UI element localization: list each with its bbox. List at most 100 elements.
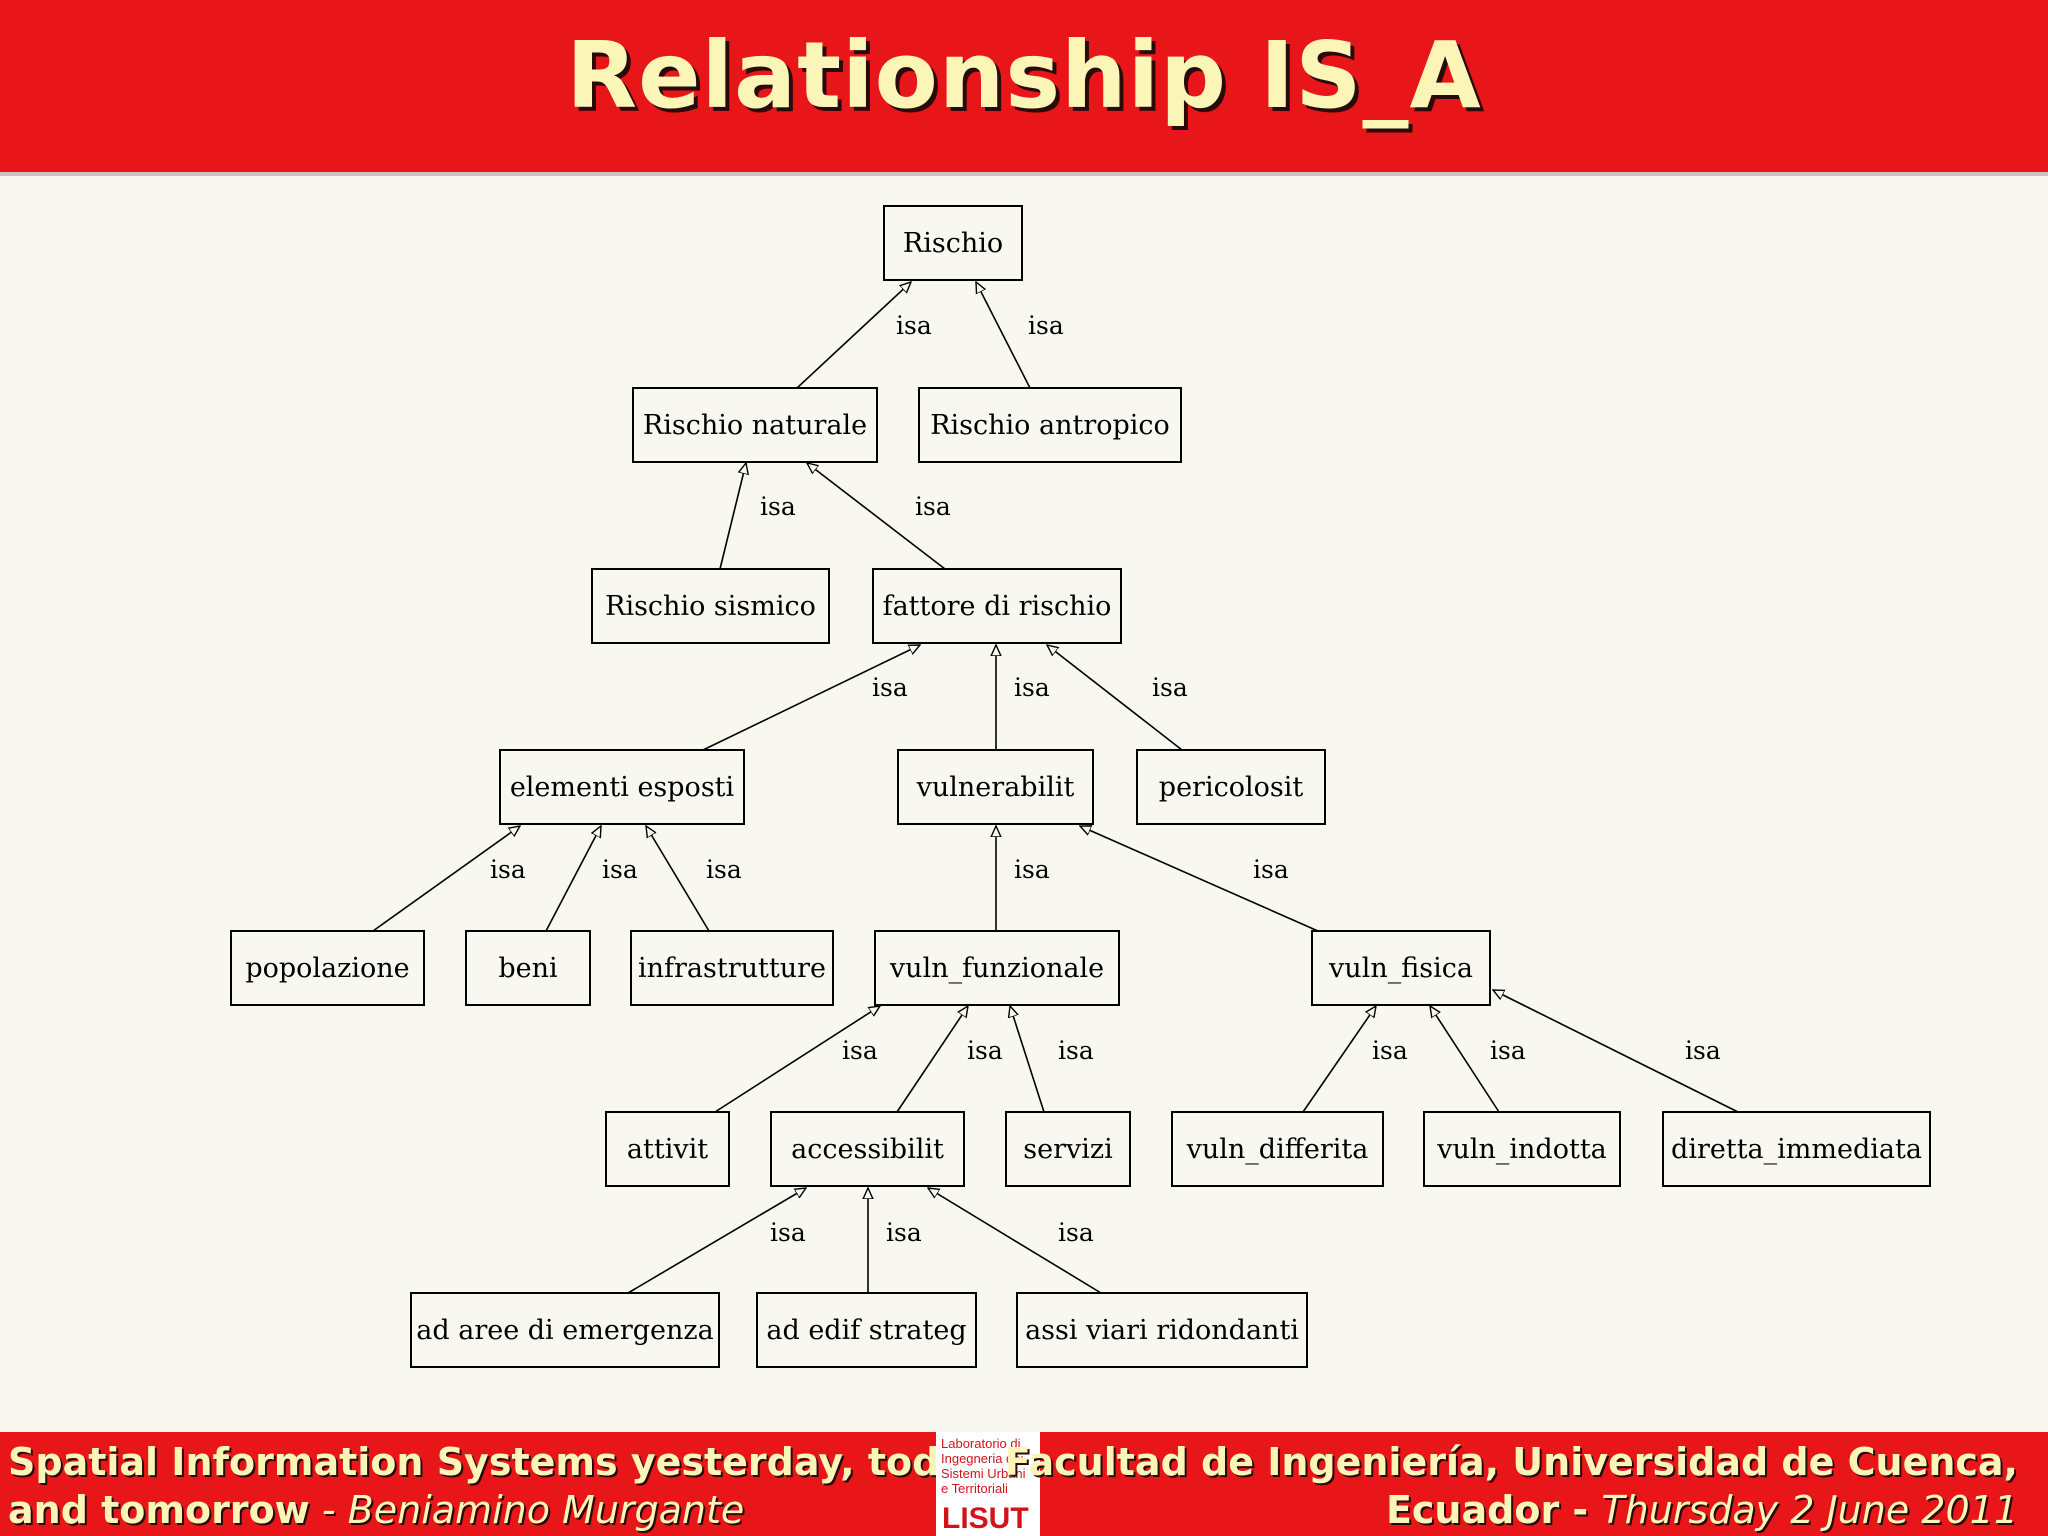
isa-arrow [545,826,601,932]
class-node-box [1423,1111,1621,1187]
class-node-label: accessibilit [791,1134,944,1165]
class-node-beni: beni [465,930,591,1006]
class-node-label: vulnerabilit [916,772,1075,803]
class-node-label: beni [498,953,558,984]
class-node-label: assi viari ridondanti [1025,1315,1299,1346]
class-node-box [1005,1111,1131,1187]
class-node-box [499,749,745,825]
footer-bar: Spatial Information Systems yesterday, t… [0,1432,2048,1536]
class-node-box [632,387,878,463]
isa-arrow [1493,990,1739,1113]
isa-arrow [646,826,710,932]
isa-edge-label: isa [1490,1036,1526,1065]
isa-edge-elementi_esposti-to-fattore_di_rischio: isa [702,645,920,751]
isa-edge-label: isa [1014,673,1050,702]
class-node-fattore-di-rischio: fattore di rischio [872,568,1122,644]
isa-edge-vulnerabilit-to-fattore_di_rischio: isa [996,645,1050,750]
class-node-label: Rischio naturale [643,410,867,441]
isa-edge-label: isa [1685,1036,1721,1065]
isa-edge-rischio_sismico-to-rischio_naturale: isa [719,463,796,570]
class-node-box [897,749,1094,825]
class-node-label: vuln_fisica [1328,953,1473,984]
class-node-vulnerabilit: vulnerabilit [897,749,1094,825]
isa-edge-label: isa [1152,673,1188,702]
class-node-box [756,1292,977,1368]
isa-edge-vuln_indotta-to-vuln_fisica: isa [1430,1006,1526,1113]
class-node-rischio-sismico: Rischio sismico [591,568,830,644]
isa-edge-accessibilit-to-vuln_funzionale: isa [896,1006,1003,1113]
footer-separator: - [309,1488,348,1532]
class-node-infrastrutture: infrastrutture [630,930,834,1006]
class-node-box [410,1292,720,1368]
class-node-accessibilit: accessibilit [770,1111,965,1187]
isa-edge-label: isa [760,492,796,521]
class-node-box [874,930,1120,1006]
isa-edge-vuln_funzionale-to-vulnerabilit: isa [996,826,1050,931]
class-node-label: popolazione [245,953,409,984]
isa-edge-popolazione-to-elementi_esposti: isa [372,826,526,932]
isa-edge-label: isa [886,1218,922,1247]
isa-edge-vuln_fisica-to-vulnerabilit: isa [1080,826,1319,932]
isa-arrow [714,1006,880,1113]
isa-arrow [807,463,946,570]
isa-edge-pericolosit-to-fattore_di_rischio: isa [1047,645,1188,751]
class-node-rischio: Rischio [883,205,1023,281]
isa-edge-label: isa [842,1036,878,1065]
class-node-servizi: servizi [1005,1111,1131,1187]
class-node-label: ad edif strateg [766,1315,966,1346]
isa-arrow [976,282,1031,389]
isa-arrow [1302,1006,1376,1113]
class-node-label: pericolosit [1159,772,1304,803]
isa-arrow [372,826,520,932]
footer-right-line2: Ecuador - [1385,1488,1602,1532]
isa-edge-ad_edif_strateg-to-accessibilit: isa [868,1188,922,1293]
class-node-assi-viari-ridondanti: assi viari ridondanti [1016,1292,1308,1368]
class-node-box [591,568,830,644]
logo-mark: LISUT [942,1502,1029,1535]
isa-edge-fattore_di_rischio-to-rischio_naturale: isa [807,463,951,570]
isa-edge-label: isa [1058,1218,1094,1247]
class-node-diretta-immediata: diretta_immediata [1662,1111,1931,1187]
class-node-box [605,1111,730,1187]
isa-edge-label: isa [1058,1036,1094,1065]
isa-arrow [719,463,746,570]
class-node-label: Rischio [903,228,1003,259]
class-node-ad-edif-strateg: ad edif strateg [756,1292,977,1368]
isa-edge-assi_viari_ridondanti-to-accessibilit: isa [928,1188,1102,1294]
class-node-elementi-esposti: elementi esposti [499,749,745,825]
class-node-box [1016,1292,1308,1368]
class-node-label: fattore di rischio [883,591,1112,622]
isa-edge-servizi-to-vuln_funzionale: isa [1010,1006,1094,1113]
isa-arrow [896,1006,968,1113]
isa-arrow [702,645,920,751]
isa-edge-label: isa [706,855,742,884]
class-node-box [883,205,1023,281]
class-node-box [770,1111,965,1187]
class-node-box [465,930,591,1006]
class-node-box [630,930,834,1006]
class-node-label: ad aree di emergenza [416,1315,713,1346]
isa-arrow [627,1188,806,1294]
isa-edge-beni-to-elementi_esposti: isa [545,826,638,932]
class-node-vuln-indotta: vuln_indotta [1423,1111,1621,1187]
isa-edge-label: isa [915,492,951,521]
class-node-box [1171,1111,1384,1187]
footer-author: Beniamino Murgante [347,1488,745,1532]
class-node-label: vuln_indotta [1436,1134,1607,1165]
isa-edge-label: isa [602,855,638,884]
logo-text: Laboratorio di Ingegneria dei Sistemi Ur… [941,1436,1026,1496]
class-node-label: infrastrutture [638,953,826,984]
isa-arrow [796,282,911,389]
class-node-rischio-antropico: Rischio antropico [918,387,1182,463]
isa-edge-label: isa [1253,855,1289,884]
class-node-label: Rischio antropico [930,410,1170,441]
isa-arrow [1010,1006,1045,1113]
isa-edge-label: isa [770,1218,806,1247]
class-node-ad-aree-di-emergenza: ad aree di emergenza [410,1292,720,1368]
isa-edge-infrastrutture-to-elementi_esposti: isa [646,826,742,932]
class-node-popolazione: popolazione [230,930,425,1006]
class-node-box [1311,930,1491,1006]
isa-edge-label: isa [490,855,526,884]
isa-edge-rischio_antropico-to-rischio: isa [976,282,1064,389]
